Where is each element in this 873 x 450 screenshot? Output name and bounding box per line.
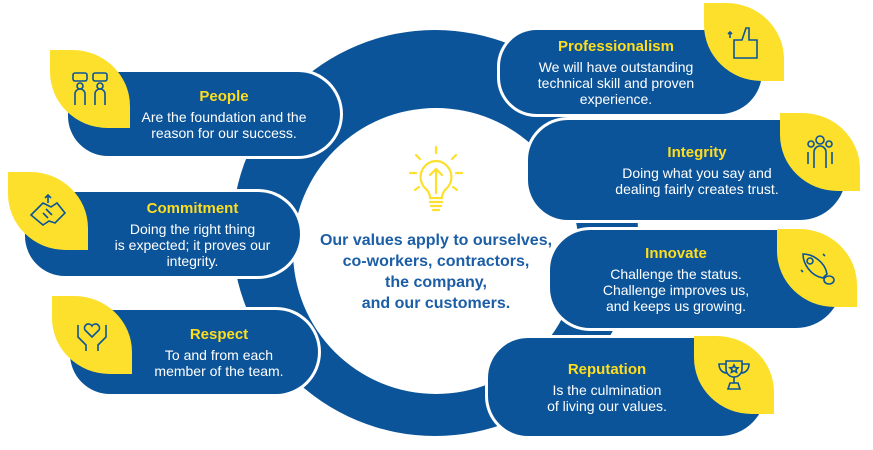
value-title: Integrity — [667, 143, 727, 161]
value-title: Respect — [189, 325, 249, 343]
people-leaf — [50, 50, 130, 128]
handshake-icon — [29, 193, 67, 226]
center-statement: Our values apply to ourselves, co-worker… — [300, 145, 572, 314]
respect-leaf — [52, 296, 132, 374]
trophy-icon — [718, 360, 750, 390]
value-title: Commitment — [146, 199, 239, 217]
value-title: Innovate — [645, 244, 707, 262]
team-icon — [807, 135, 833, 168]
value-title: Reputation — [567, 360, 647, 378]
value-card-professionalism: Professionalism We will have outstanding… — [500, 30, 762, 114]
commitment-leaf — [8, 172, 88, 250]
lightbulb-arrow-icon — [300, 145, 572, 222]
center-line: co-workers, contractors, — [342, 253, 530, 270]
value-title: People — [199, 87, 249, 105]
value-title: Professionalism — [558, 37, 674, 55]
center-line: and our customers. — [361, 295, 511, 312]
center-line: the company, — [385, 274, 487, 291]
center-line: Our values apply to ourselves, — [319, 232, 553, 249]
heart-hands-icon — [77, 323, 107, 351]
people-talking-icon — [72, 72, 108, 105]
thumbs-up-icon — [727, 27, 758, 59]
value-description: Challenge the status.Challenge improves … — [602, 265, 750, 314]
rocket-icon — [800, 253, 835, 285]
